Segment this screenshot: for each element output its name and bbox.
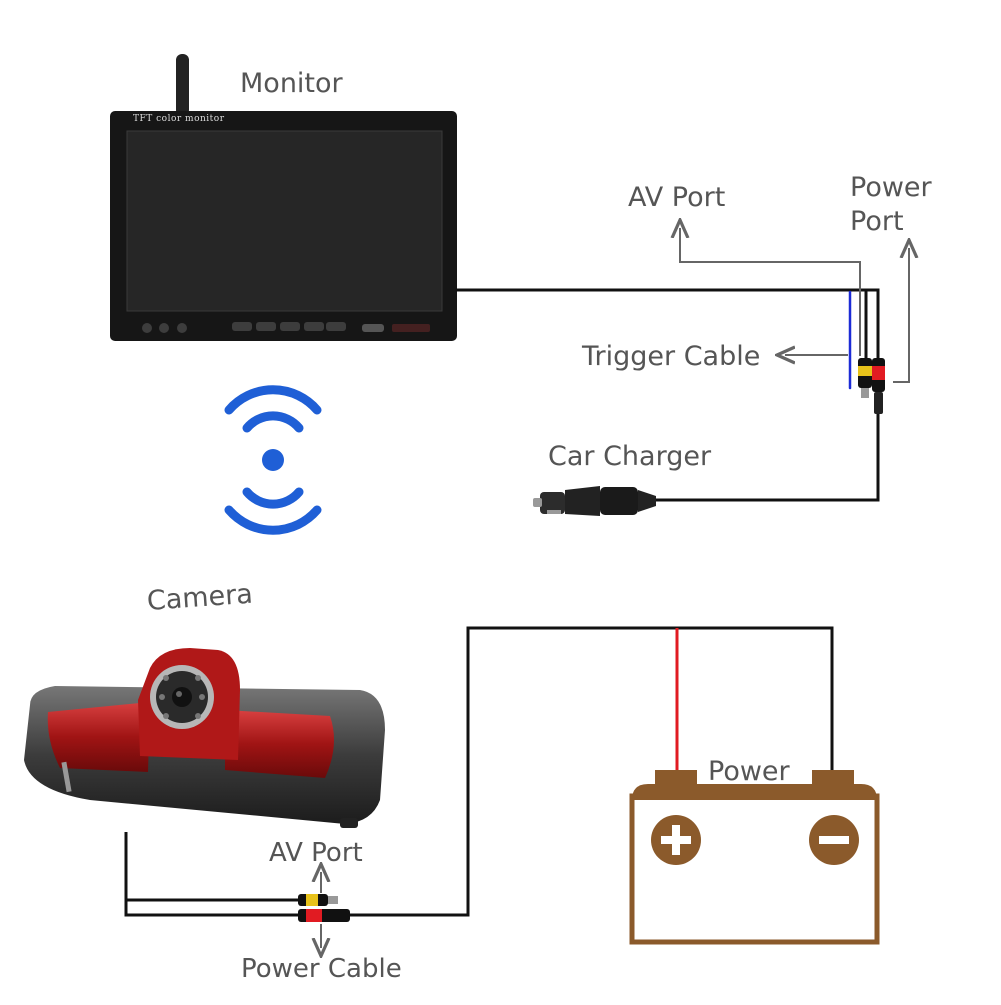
power-connector-top xyxy=(872,358,885,414)
monitor xyxy=(110,54,457,341)
av-connector-bottom xyxy=(298,894,338,906)
car-charger-plug-icon xyxy=(533,486,656,516)
battery-plus-icon xyxy=(651,815,701,865)
monitor-screen-label: TFT color monitor xyxy=(133,114,225,124)
power-connector-bottom xyxy=(298,909,350,922)
monitor-buttons xyxy=(142,322,430,333)
power-port-label-line2: Port xyxy=(850,206,904,237)
av-connector-top xyxy=(858,358,872,398)
camera-label: Camera xyxy=(145,578,254,617)
wireless-signal-icon xyxy=(224,385,322,535)
charger-wire xyxy=(650,412,880,502)
battery xyxy=(629,770,880,945)
monitor-screen xyxy=(127,131,442,311)
camera-cable xyxy=(124,626,834,917)
av-port-arrow xyxy=(680,228,861,356)
trigger-cable-label: Trigger Cable xyxy=(582,341,761,372)
monitor-antenna xyxy=(176,54,189,116)
power-cable-label: Power Cable xyxy=(241,954,402,984)
camera xyxy=(24,648,385,828)
power-port-label-line1: Power xyxy=(850,172,932,203)
car-charger-label: Car Charger xyxy=(548,441,712,472)
av-port-bottom-label: AV Port xyxy=(269,838,363,868)
av-port-top-label: AV Port xyxy=(628,182,726,213)
battery-minus-icon xyxy=(809,815,859,865)
power-port-arrow xyxy=(893,248,909,383)
battery-power-label: Power xyxy=(708,756,790,787)
monitor-cable xyxy=(455,288,880,502)
monitor-label: Monitor xyxy=(240,68,343,99)
label-arrows-top xyxy=(680,228,909,383)
